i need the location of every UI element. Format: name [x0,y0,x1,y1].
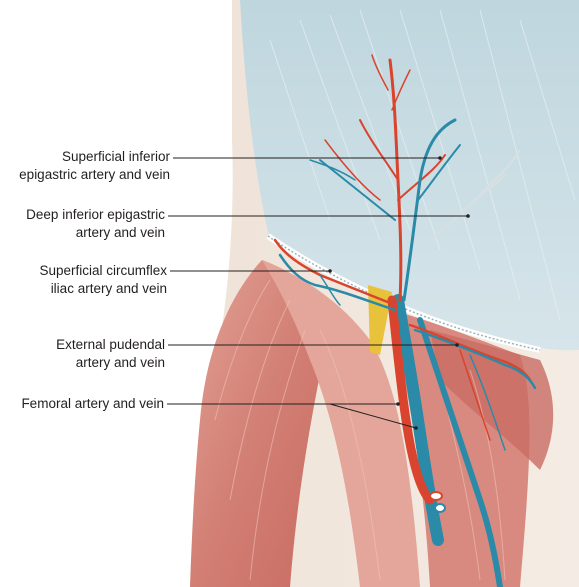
label-superficial-inferior-epigastric-line1: Superficial inferior [61,149,170,164]
leader-femoral-branch [329,403,417,429]
label-femoral-line1: Femoral artery and vein [21,396,164,411]
label-deep-inferior-epigastric-line2: artery and vein [75,225,165,240]
label-superficial-circumflex-iliac: Superficial circumflex iliac artery and … [39,262,167,298]
label-superficial-inferior-epigastric-line2: epigastric artery and vein [19,167,170,182]
muscle-fibers [214,279,506,581]
thigh-muscle-sartorius [262,260,420,587]
external-pudendal-vessels [408,323,537,451]
label-femoral: Femoral artery and vein [21,395,164,413]
leader-lines [167,157,468,429]
thigh-muscle-lateral [190,260,330,587]
label-superficial-circumflex-iliac-line1: Superficial circumflex [39,263,167,278]
superficial-epigastric-vessels [309,54,461,302]
artery-cut-end [429,491,443,501]
fascia-fibers [269,9,576,321]
saphenous-vein [417,317,503,587]
label-deep-inferior-epigastric: Deep inferior epigastric artery and vein [26,206,165,242]
deep-epigastric-vessel [429,149,522,241]
label-external-pudendal: External pudendal artery and vein [56,336,165,372]
leader-dots [328,156,470,430]
vein-cut-end [434,503,446,513]
circumflex-iliac-vessels [273,238,397,312]
pelvic-muscle [430,330,554,470]
label-external-pudendal-line2: artery and vein [75,355,165,370]
label-external-pudendal-line1: External pudendal [56,337,165,352]
femoral-artery [387,295,435,505]
label-superficial-inferior-epigastric: Superficial inferior epigastric artery a… [19,148,170,184]
label-superficial-circumflex-iliac-line2: iliac artery and vein [50,281,167,296]
label-deep-inferior-epigastric-line1: Deep inferior epigastric [26,207,165,222]
